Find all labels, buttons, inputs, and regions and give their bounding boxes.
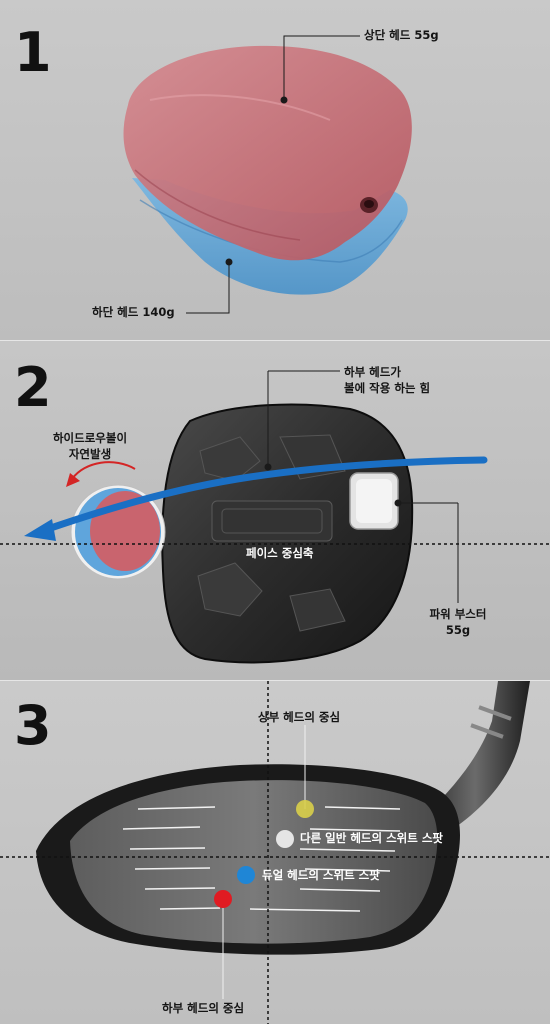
upper-center-label: 상부 헤드의 중심 — [258, 710, 341, 724]
section-divider — [0, 340, 550, 341]
split-head-illustration — [123, 35, 412, 314]
lower-center-dot — [214, 890, 232, 908]
label-line: 볼에 작용 하는 힘 — [344, 380, 431, 395]
high-draw-label: 하이드로우볼이 자연발생 — [36, 431, 144, 462]
upper-head-marker — [280, 96, 288, 104]
ball-force-arrow — [38, 456, 488, 535]
section-3-sweet-spots: 3 상부 헤드의 중심 다른 일반 헤드의 스위트 스팟 듀얼 헤드의 스위트 … — [0, 681, 550, 1024]
face-score-lines — [122, 806, 401, 912]
lower-center-label: 하부 헤드의 중심 — [162, 1001, 245, 1015]
upper-head-label: 상단 헤드 55g — [364, 28, 439, 42]
lower-head-force-label: 하부 헤드가 볼에 작용 하는 힘 — [344, 365, 430, 396]
upper-center-dot — [296, 800, 314, 818]
section-divider — [0, 680, 550, 681]
upper-head-shape — [123, 45, 412, 261]
lower-head-marker — [225, 258, 233, 266]
face-axis-label: 페이스 중심축 — [246, 546, 314, 560]
section-number: 1 — [14, 21, 52, 84]
label-line: 파워 부스터 — [429, 607, 487, 621]
label-line: 55g — [445, 622, 471, 637]
section-number: 2 — [14, 356, 52, 419]
driver-face-illustration — [0, 370, 550, 664]
label-line: 하이드로우볼이 — [52, 431, 128, 445]
club-shaft — [420, 681, 530, 831]
power-booster-label: 파워 부스터 55g — [410, 607, 506, 638]
dual-sweet-spot-dot — [237, 866, 255, 884]
rotation-arrow — [71, 461, 136, 480]
other-sweet-spot-label: 다른 일반 헤드의 스위트 스팟 — [300, 831, 443, 845]
dual-sweet-spot-label: 듀얼 헤드의 스위트 스팟 — [262, 868, 380, 882]
section-number: 3 — [14, 694, 52, 757]
section-2-face-forces: 2 하부 헤드가 볼에 작용 하는 힘 하이드로우볼이 자연발생 페이스 중심축… — [0, 341, 550, 680]
driver-address-illustration — [0, 681, 550, 1024]
lower-head-label: 하단 헤드 140g — [92, 305, 175, 319]
label-line: 하부 헤드가 — [344, 365, 401, 379]
other-sweet-spot-dot — [276, 830, 294, 848]
label-line: 자연발생 — [68, 446, 112, 461]
club-face — [70, 780, 438, 944]
section-1-head-split: 1 상단 헤드 55g 하단 헤드 140g — [0, 0, 550, 340]
